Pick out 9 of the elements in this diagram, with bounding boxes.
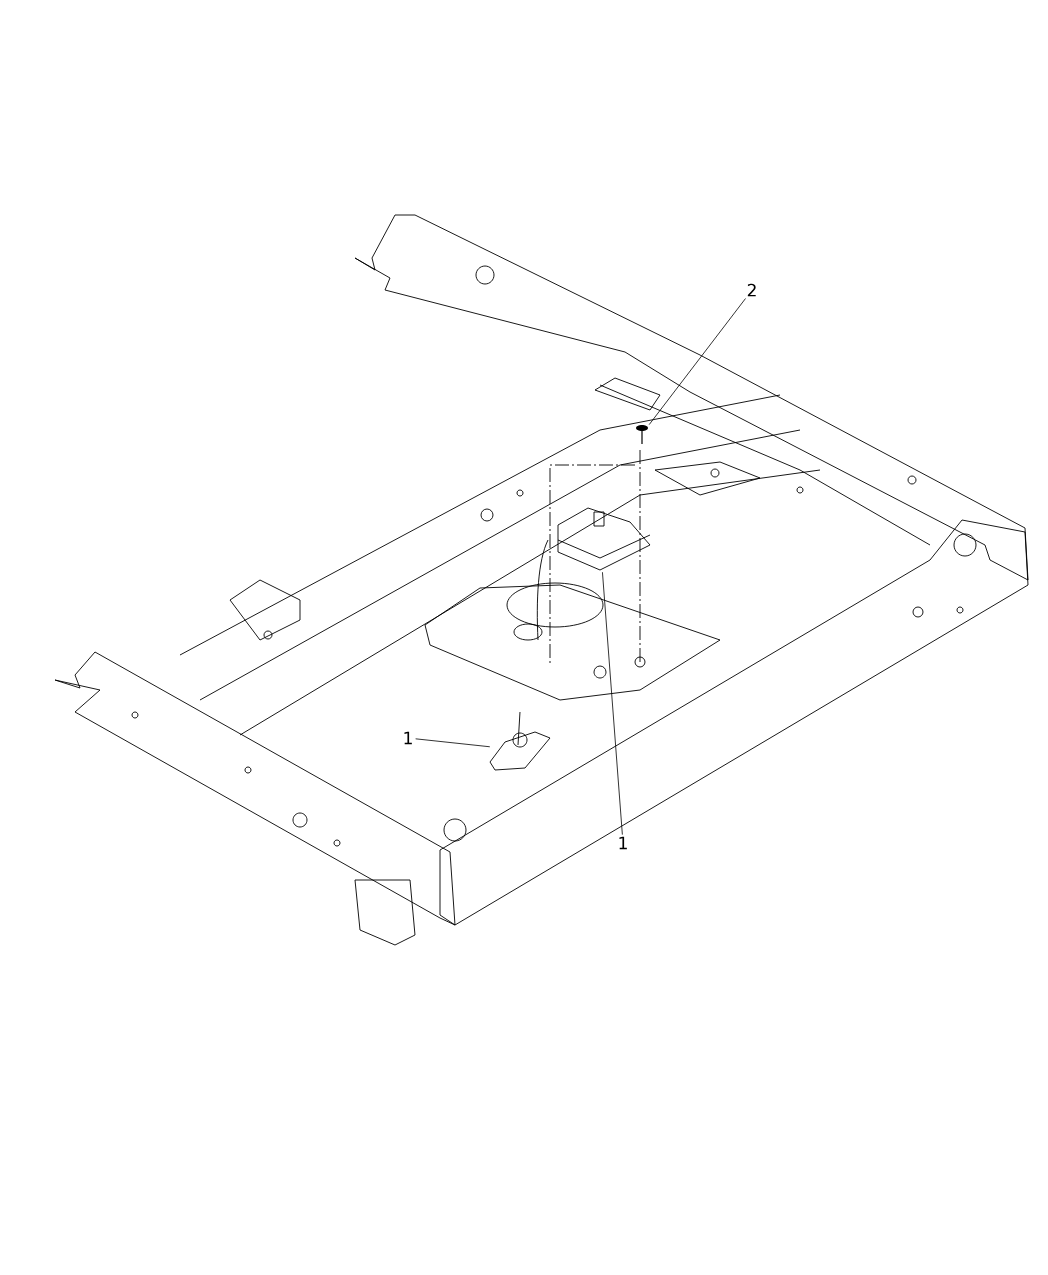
bolt-drawing <box>636 425 648 445</box>
leader-line <box>602 571 623 835</box>
callout-number: 2 <box>747 283 756 297</box>
handle-drawing <box>489 731 551 771</box>
callout-number: 1 <box>619 836 627 850</box>
leader-line <box>648 298 746 425</box>
callout-number: 1 <box>404 731 412 745</box>
winch-drawing <box>557 507 651 571</box>
leader-line <box>415 738 491 748</box>
